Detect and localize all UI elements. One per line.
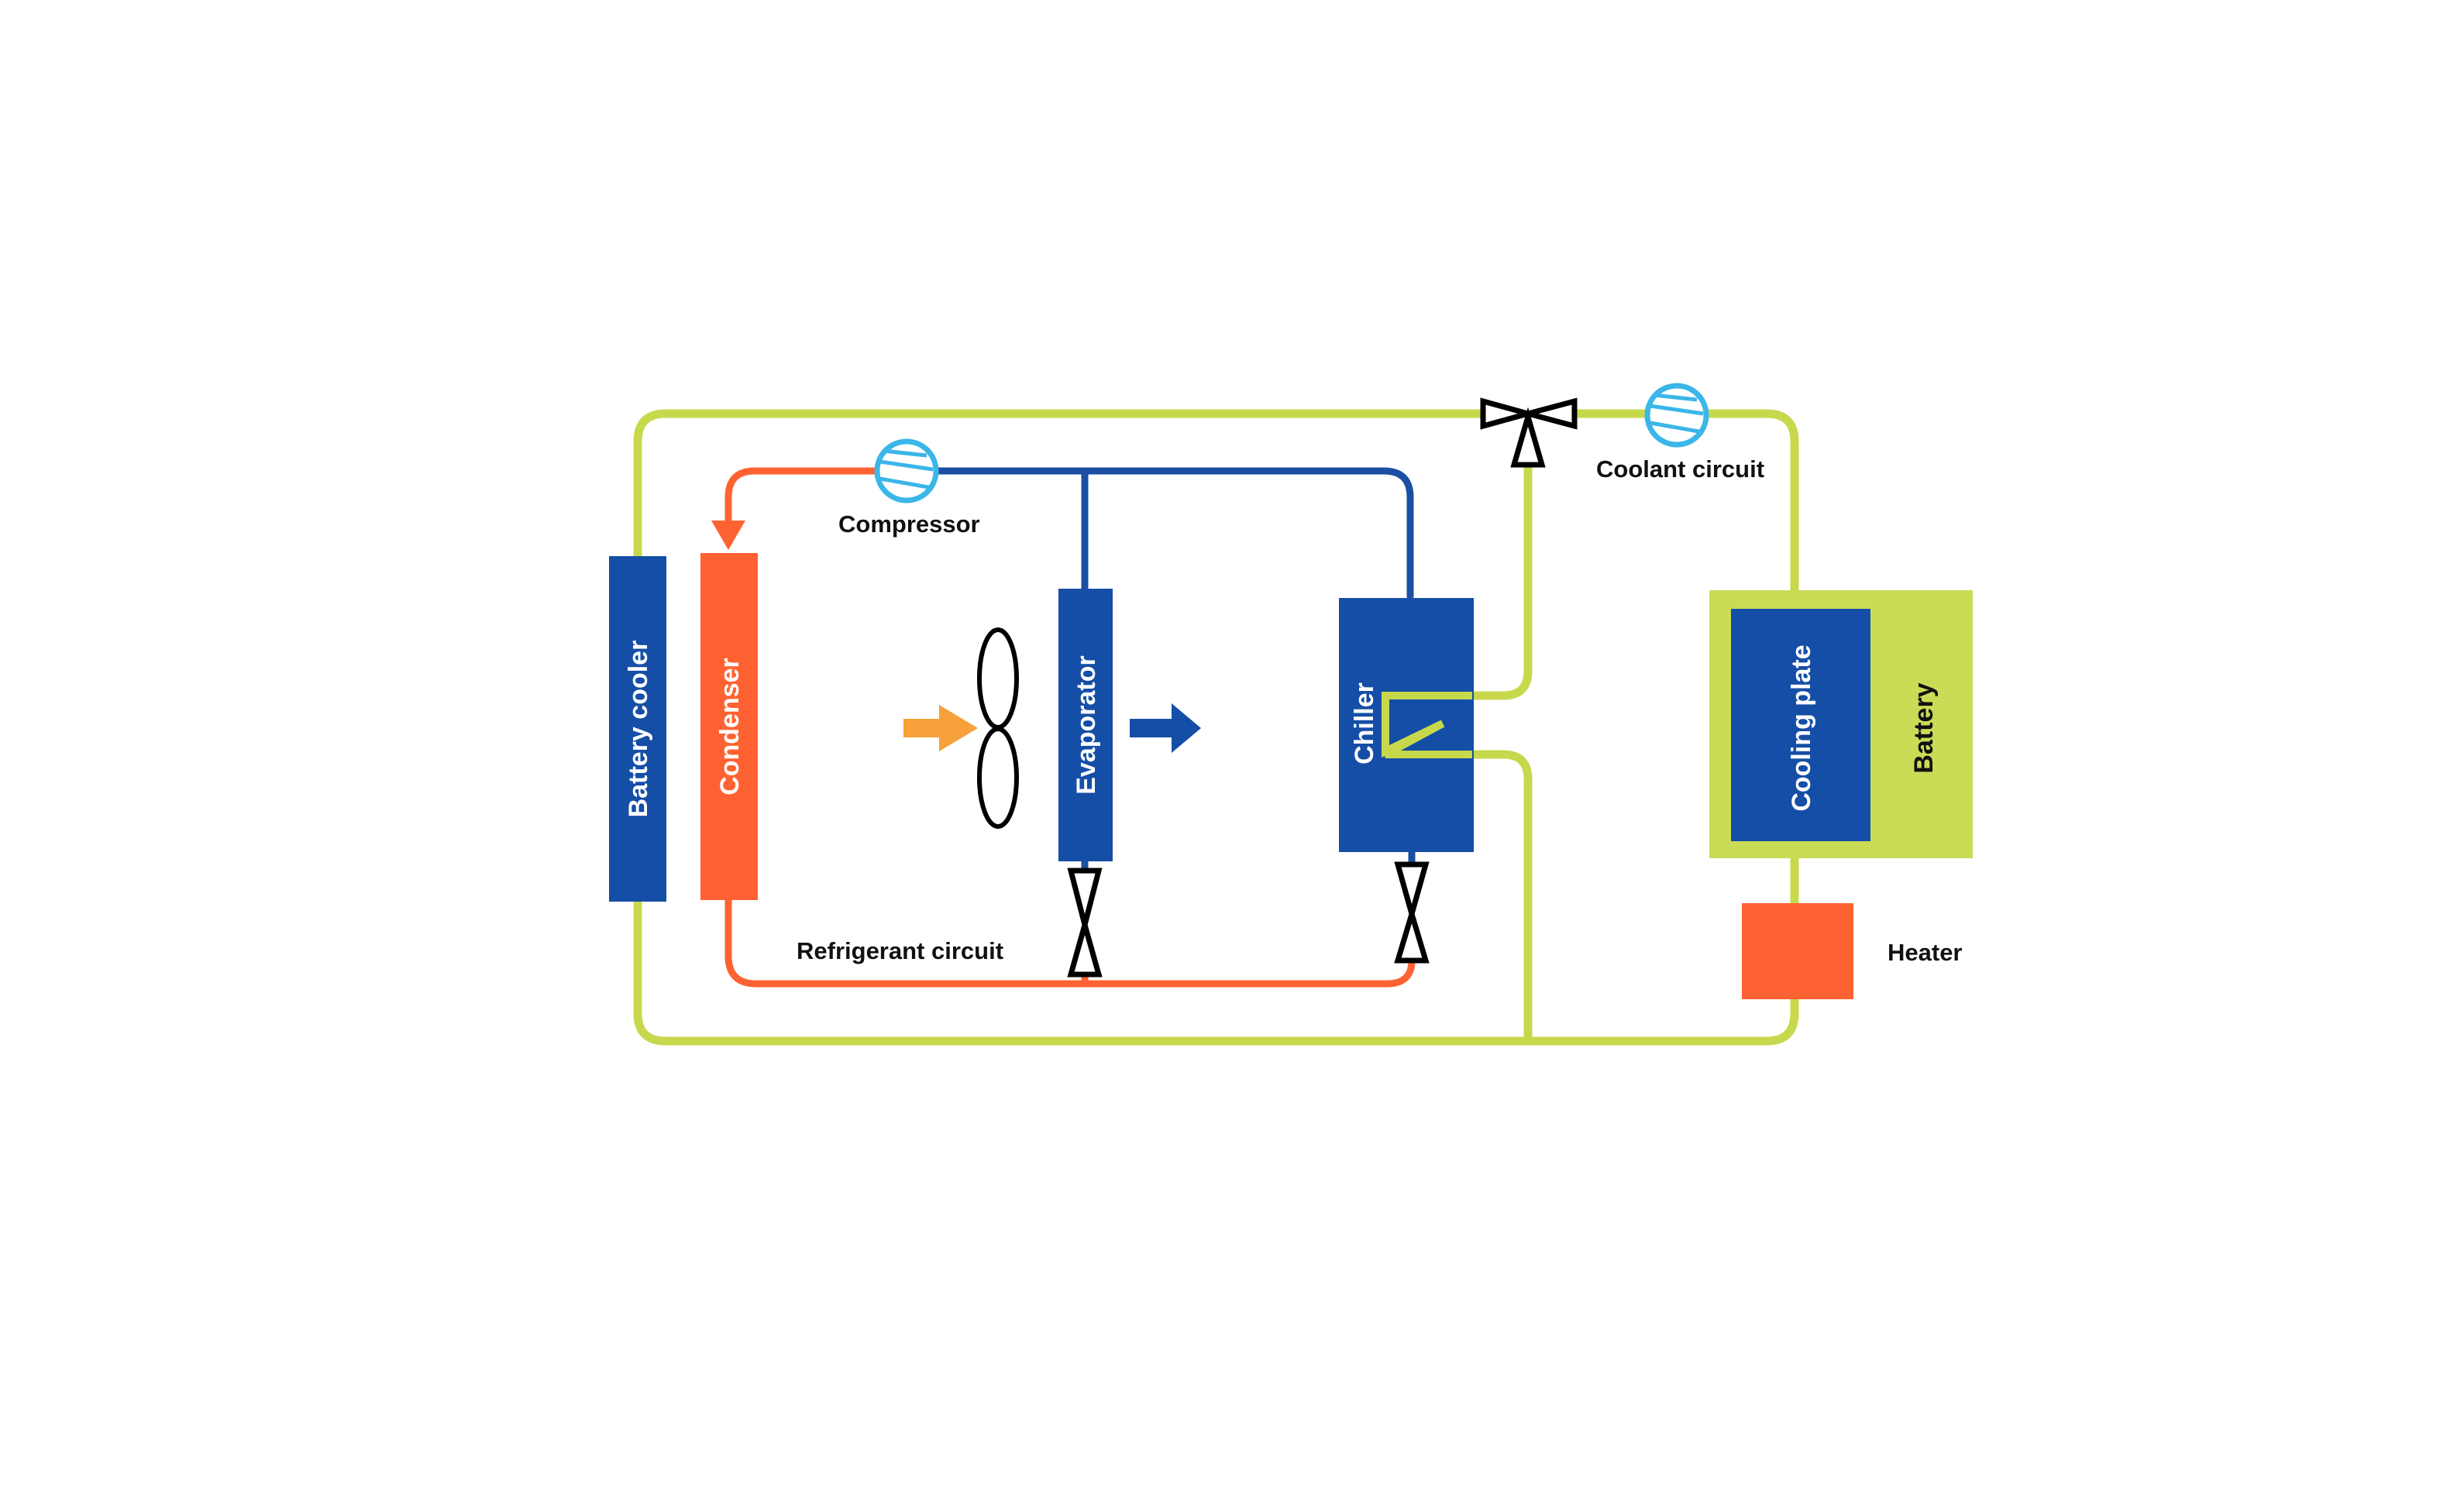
refrigerant-circuit-label: Refrigerant circuit [797, 937, 1003, 964]
valve-icon [1067, 868, 1103, 978]
three-way-valve-icon [1480, 397, 1578, 468]
coolant-line-top-left [633, 409, 1485, 561]
coolant-line-bottom [633, 895, 1799, 1046]
condenser-inlet-arrow [711, 521, 745, 550]
cooling-plate-label: Cooling plate [1787, 644, 1816, 811]
coolant-circuit-label: Coolant circuit [1596, 455, 1764, 483]
heater [1742, 903, 1853, 999]
evaporator: Evaporator [1058, 589, 1113, 861]
fan-icon [977, 627, 1019, 829]
battery-cooler: Battery cooler [609, 556, 666, 902]
compressor-label: Compressor [838, 510, 980, 538]
cooling-plate [1731, 609, 1870, 841]
chiller: Chiller [1339, 598, 1474, 852]
pump-icon [1644, 383, 1709, 448]
refrigerant-line-return [724, 896, 1416, 988]
coolant-line-chiller-return [1468, 750, 1533, 1046]
arrow-right-icon [903, 705, 978, 751]
refrigerant-lines [724, 467, 1416, 988]
arrow-right-icon [1130, 703, 1201, 753]
refrigerant-line-discharge [724, 467, 881, 528]
chiller-exchanger-coil [1382, 692, 1472, 758]
condenser: Condenser [700, 553, 758, 900]
compressor-icon [874, 438, 939, 503]
battery-cooler-label: Battery cooler [624, 641, 653, 818]
coolant-lines [633, 409, 1799, 1046]
coolant-line-top-right [1568, 409, 1799, 595]
chiller-label: Chiller [1350, 682, 1379, 765]
condenser-label: Condenser [715, 658, 745, 796]
battery-pack: Cooling plate Battery [1709, 590, 1973, 858]
coolant-line-valve-chiller [1468, 462, 1533, 700]
refrigerant-line-suction [926, 467, 1414, 600]
evaporator-label: Evaporator [1072, 655, 1101, 795]
heater-label: Heater [1888, 939, 1963, 966]
valve-icon [1394, 861, 1430, 964]
battery-label: Battery [1909, 682, 1939, 773]
